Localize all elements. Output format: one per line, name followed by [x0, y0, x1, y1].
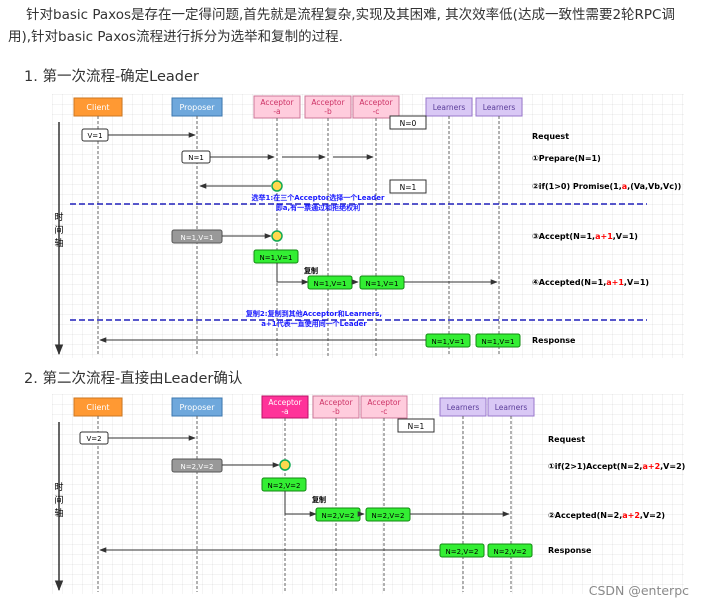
leader-icon — [271, 180, 283, 192]
sequence-diagram-1: Client Proposer Acceptor -a Acceptor -b … — [54, 95, 681, 356]
step-request: Request — [532, 132, 569, 141]
step-promise: ②if(1>0) Promise(1,a,(Va,Vb,Vc)) — [532, 182, 681, 191]
svg-text:Learners: Learners — [433, 103, 466, 112]
lifelines — [97, 416, 512, 592]
leader-icon — [279, 459, 291, 471]
accepted-a — [261, 477, 307, 492]
participant-label-line2: -a — [273, 107, 280, 116]
note-replication-line1: 复制2:复制到其他Acceptor和Learners, — [245, 309, 382, 318]
svg-text:Learners: Learners — [495, 403, 528, 412]
sequence-diagram-2: Client Proposer Acceptor -a Acceptor -b … — [54, 395, 685, 592]
participant-learner-2: Learners — [475, 97, 523, 117]
section1-title: 1. 第一次流程-确定Leader — [24, 69, 199, 85]
participant-learner-1: Learners — [425, 97, 473, 117]
leader-icon — [271, 230, 283, 242]
time-axis-label-1: 时 — [54, 211, 63, 223]
step-accepted: ②Accepted(N=2,a+2,V=2) — [548, 511, 665, 520]
svg-text:Learners: Learners — [447, 403, 480, 412]
watermark: CSDN @enterpc — [588, 583, 689, 598]
participant-acceptor-c: Acceptor -c — [360, 395, 408, 419]
learner-2-response — [475, 333, 521, 348]
step-accepted: ④Accepted(N=1,a+1,V=1) — [532, 278, 649, 287]
svg-text:-b: -b — [332, 407, 340, 416]
time-axis-label-2: 间 — [54, 224, 63, 236]
time-axis-label-3: 轴 — [54, 237, 63, 249]
participant-proposer: Proposer — [171, 397, 223, 417]
step-prepare: ①Prepare(N=1) — [532, 154, 601, 163]
svg-text:Client: Client — [86, 403, 109, 412]
svg-text:Acceptor: Acceptor — [311, 98, 345, 107]
svg-text:N=1: N=1 — [400, 183, 417, 192]
section2-title: 2. 第二次流程-直接由Leader确认 — [24, 371, 243, 387]
step-response: Response — [548, 546, 592, 555]
svg-text:时: 时 — [54, 481, 63, 493]
svg-text:V=2: V=2 — [86, 435, 101, 443]
svg-text:轴: 轴 — [54, 507, 63, 519]
svg-text:Acceptor: Acceptor — [359, 98, 393, 107]
svg-text:Acceptor: Acceptor — [268, 398, 302, 407]
lifelines — [97, 116, 500, 356]
svg-text:-c: -c — [381, 407, 388, 416]
state-box — [397, 418, 435, 433]
participant-acceptor-b: Acceptor -b — [312, 395, 360, 419]
state-box-2 — [389, 179, 427, 194]
learner-2-response — [487, 543, 533, 558]
svg-text:N=2,V=2: N=2,V=2 — [268, 482, 301, 490]
step-response: Response — [532, 336, 576, 345]
svg-text:N=1,V=1: N=1,V=1 — [260, 254, 293, 262]
participant-proposer: Proposer — [171, 97, 223, 117]
participant-learner-1: Learners — [439, 397, 487, 417]
svg-text:N=1,V=1: N=1,V=1 — [432, 338, 465, 346]
diagram-second-round: Client Proposer Acceptor -a Acceptor -b … — [52, 394, 685, 594]
svg-text:N=1,V=1: N=1,V=1 — [366, 280, 399, 288]
participant-label: Proposer — [179, 103, 215, 112]
svg-text:N=2,V=2: N=2,V=2 — [372, 512, 405, 520]
step-request: Request — [548, 435, 585, 444]
participant-acceptor-c: Acceptor -c — [352, 95, 400, 119]
participant-client: Client — [73, 97, 123, 117]
svg-text:Proposer: Proposer — [179, 403, 215, 412]
intro-paragraph: 针对basic Paxos是存在一定得问题,首先就是流程复杂,实现及其困难, 其… — [8, 7, 675, 45]
svg-text:-a: -a — [281, 407, 288, 416]
svg-text:-b: -b — [324, 107, 332, 116]
svg-text:N=1,V=1: N=1,V=1 — [181, 234, 214, 242]
svg-text:N=2,V=2: N=2,V=2 — [322, 512, 355, 520]
participant-label-line1: Acceptor — [260, 98, 294, 107]
note-election-line1: 选举1:在三个Acceptor选择一个Leader — [252, 193, 385, 202]
svg-text:N=1,V=1: N=1,V=1 — [482, 338, 515, 346]
step-accept: ①if(2>1)Accept(N=2,a+2,V=2) — [548, 462, 685, 471]
participant-learner-2: Learners — [487, 397, 535, 417]
svg-text:N=2,V=2: N=2,V=2 — [446, 548, 479, 556]
svg-text:间: 间 — [54, 494, 63, 506]
participant-label: Client — [86, 103, 109, 112]
diagram-first-round: Client Proposer Acceptor -a Acceptor -b … — [52, 94, 684, 358]
svg-text:N=2,V=2: N=2,V=2 — [181, 463, 214, 471]
svg-text:N=2,V=2: N=2,V=2 — [494, 548, 527, 556]
svg-text:N=1: N=1 — [188, 154, 204, 162]
svg-text:Acceptor: Acceptor — [367, 398, 401, 407]
svg-text:-c: -c — [373, 107, 380, 116]
participant-acceptor-a-leader: Acceptor -a — [261, 395, 309, 419]
participant-acceptor-b: Acceptor -b — [304, 95, 352, 119]
state-box — [389, 115, 427, 130]
svg-text:V=1: V=1 — [87, 132, 102, 140]
svg-text:Learners: Learners — [483, 103, 516, 112]
svg-text:N=1: N=1 — [408, 422, 425, 431]
copy-label: 复制 — [303, 266, 318, 275]
svg-text:N=0: N=0 — [400, 119, 417, 128]
participant-acceptor-a: Acceptor -a — [253, 95, 301, 119]
svg-text:Acceptor: Acceptor — [319, 398, 353, 407]
copy-label: 复制 — [311, 495, 326, 504]
note-election-line2: 即a,有一票通过和拒绝权利 — [276, 203, 360, 212]
note-replication-line2: a+1代表一直使用同一个Leader — [261, 319, 367, 328]
svg-text:N=1,V=1: N=1,V=1 — [314, 280, 347, 288]
accepted-a — [253, 249, 299, 264]
step-accept: ③Accept(N=1,a+1,V=1) — [532, 232, 638, 241]
participant-client: Client — [73, 397, 123, 417]
